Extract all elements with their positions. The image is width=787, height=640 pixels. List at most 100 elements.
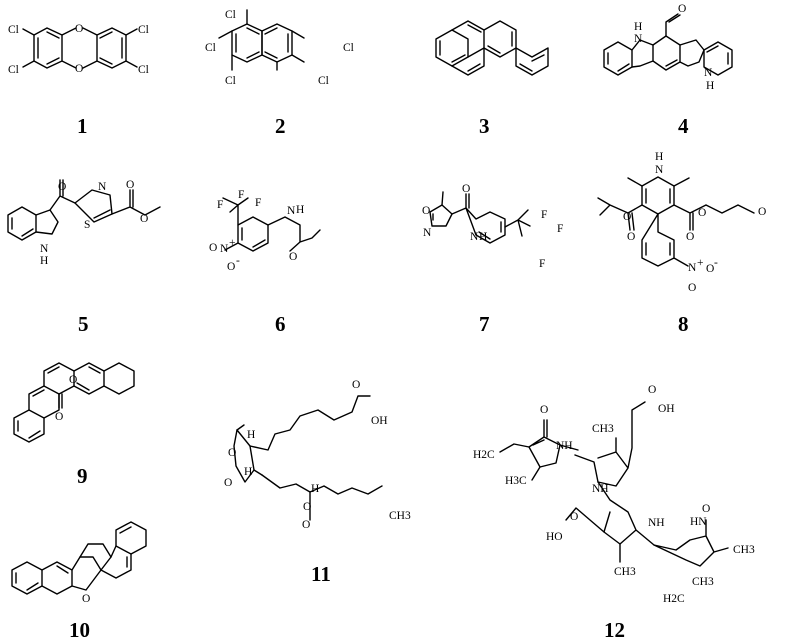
atom-label: H2C (663, 593, 685, 605)
atom-label: F (557, 223, 563, 235)
atom-label: O (228, 447, 236, 459)
atom-label: Cl (318, 75, 329, 87)
atom-label: N (688, 262, 697, 274)
structure-9: O O (13, 362, 135, 443)
atom-label: O (75, 23, 83, 35)
structure-11: OH O H O H O O H CH3 O (224, 379, 411, 531)
atom-label: - (714, 257, 718, 269)
atom-label: O (688, 282, 696, 294)
structure-5: O N S O O N H (7, 179, 161, 267)
compound-number: 4 (678, 114, 689, 138)
atom-label: O (623, 211, 631, 223)
atom-label: N (655, 164, 664, 176)
atom-label: N (704, 67, 713, 79)
structure-3 (435, 20, 549, 76)
structure-12: O NH H2C CH3 H3C NH O OH NH HO O CH3 HN … (473, 384, 755, 605)
compound-number: 5 (78, 312, 89, 336)
atom-label: Cl (225, 9, 236, 21)
atom-label: O (702, 503, 710, 515)
atom-label: O (698, 207, 706, 219)
structure-7: O N O N H F F F (422, 183, 563, 270)
atom-label: H (655, 151, 663, 163)
atom-label: N (423, 227, 432, 239)
atom-label: H (706, 80, 714, 92)
structure-10: O (11, 521, 147, 605)
atom-label: O (540, 404, 548, 416)
compound-number: 11 (311, 562, 331, 586)
atom-label: Cl (205, 42, 216, 54)
atom-label: CH3 (733, 544, 755, 556)
atom-label: O (758, 206, 766, 218)
compound-number: 7 (479, 312, 490, 336)
atom-label: H3C (505, 475, 527, 487)
atom-label: + (697, 257, 704, 269)
atom-label: H (40, 255, 48, 267)
atom-label: Cl (8, 64, 19, 76)
atom-label: N (98, 181, 107, 193)
atom-label: NH (592, 483, 609, 495)
atom-label: H (244, 466, 252, 478)
atom-label: OH (371, 415, 388, 427)
structure-4: H N O N H (603, 3, 733, 92)
atom-label: O (75, 63, 83, 75)
compound-number: 9 (77, 464, 88, 488)
atom-label: H2C (473, 449, 495, 461)
atom-label: H (247, 429, 255, 441)
atom-label: O (140, 213, 148, 225)
atom-label: O (126, 179, 134, 191)
atom-label: - (236, 255, 240, 267)
atom-label: CH3 (614, 566, 636, 578)
compound-number: 12 (604, 618, 625, 640)
atom-label: O (686, 231, 694, 243)
atom-label: O (209, 242, 217, 254)
atom-label: O (570, 511, 578, 523)
atom-label: N (287, 205, 296, 217)
atom-label: NH (648, 517, 665, 529)
atom-label: HN (690, 516, 707, 528)
atom-label: N (220, 243, 229, 255)
atom-label: O (82, 593, 90, 605)
atom-label: F (541, 209, 547, 221)
structure-8: H N O O O O O N + O - O (597, 151, 766, 294)
structure-6: F F F N H O N + O - O (209, 189, 321, 273)
atom-label: F (539, 258, 545, 270)
atom-label: NH (556, 440, 573, 452)
atom-label: O (227, 261, 235, 273)
compound-number: 6 (275, 312, 286, 336)
atom-label: Cl (138, 24, 149, 36)
atom-label: OH (658, 403, 675, 415)
atom-label: O (289, 251, 297, 263)
atom-label: Cl (343, 42, 354, 54)
atom-label: N (40, 243, 49, 255)
atom-label: S (84, 219, 90, 231)
atom-label: O (303, 501, 311, 513)
atom-label: O (224, 477, 232, 489)
atom-label: CH3 (592, 423, 614, 435)
atom-label: F (255, 197, 261, 209)
atom-label: H (296, 204, 304, 216)
atom-label: O (58, 181, 66, 193)
structure-1: Cl Cl O O Cl Cl (8, 23, 149, 76)
atom-label: Cl (138, 64, 149, 76)
atom-label: Cl (225, 75, 236, 87)
atom-label: + (229, 237, 236, 249)
atom-label: O (706, 263, 714, 275)
atom-label: O (678, 3, 686, 15)
atom-label: Cl (8, 24, 19, 36)
atom-label: O (627, 231, 635, 243)
atom-label: H (479, 231, 487, 243)
atom-label: H (634, 21, 642, 33)
atom-label: O (55, 411, 63, 423)
atom-label: O (462, 183, 470, 195)
compound-number: 10 (69, 618, 90, 640)
atom-label: CH3 (692, 576, 714, 588)
compound-number: 8 (678, 312, 689, 336)
atom-label: CH3 (389, 510, 411, 522)
atom-label: O (352, 379, 360, 391)
atom-label: O (648, 384, 656, 396)
structure-2: Cl Cl Cl Cl Cl (205, 9, 354, 87)
atom-label: O (69, 374, 77, 386)
compound-number: 2 (275, 114, 286, 138)
atom-label: O (302, 519, 310, 531)
